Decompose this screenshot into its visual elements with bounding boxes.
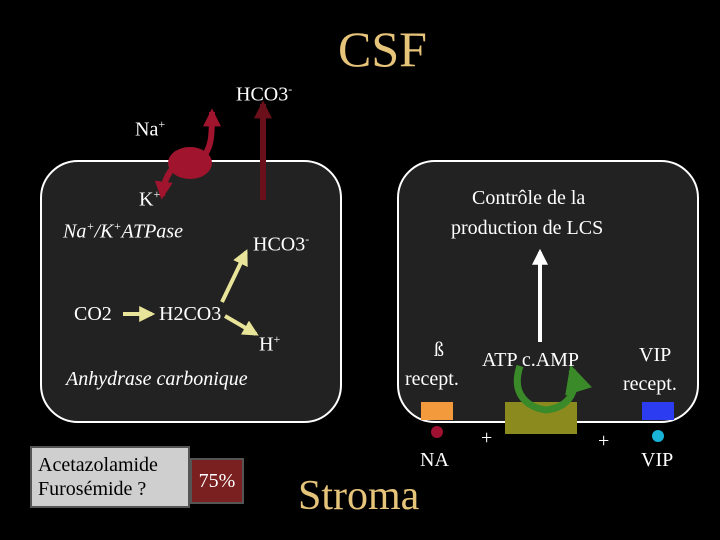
k-plus-label: K+ — [139, 187, 161, 211]
control-label-line1: Contrôle de la — [472, 187, 586, 209]
pump-na-out-arrow — [197, 108, 221, 163]
beta-recept-label: recept. — [405, 368, 459, 390]
h2co3-to-hco3-arrow — [220, 249, 248, 303]
drug-box: Acetazolamide Furosémide ? — [30, 446, 190, 508]
beta-label: ß — [434, 339, 444, 361]
h2co3-label: H2CO3 — [159, 303, 222, 325]
vip-recept-label-line2: recept. — [623, 373, 677, 395]
h-plus-label: H+ — [259, 332, 281, 356]
hco3-cell-label: HCO3- — [253, 232, 310, 256]
na-k-atpase-label: Na+/K+ATPase — [63, 219, 183, 243]
furosemide-label: Furosémide ? — [38, 478, 147, 500]
hco3-csf-label: HCO3- — [236, 82, 293, 106]
anhydrase-label: Anhydrase carbonique — [66, 368, 248, 390]
title: CSF — [338, 21, 427, 77]
control-label-line2: production de LCS — [451, 217, 604, 239]
na-ligand-dot — [431, 426, 443, 438]
vip-recept-label-line1: VIP — [639, 344, 672, 366]
acetazolamide-label: Acetazolamide — [38, 454, 158, 476]
beta-receptor — [421, 402, 453, 420]
atp-camp-label: ATP c.AMP — [482, 349, 580, 371]
na-ligand-label: NA — [420, 449, 449, 471]
na-plus-label: Na+ — [135, 117, 166, 141]
plus-sign-vip: + — [598, 430, 610, 452]
right-epithelial-cell — [397, 160, 699, 423]
left-epithelial-cell — [40, 160, 342, 423]
stroma-label: Stroma — [298, 473, 420, 519]
co2-label: CO2 — [74, 303, 112, 325]
vip-receptor — [642, 402, 674, 420]
vip-ligand-label: VIP — [641, 449, 674, 471]
atp-camp-curve-arrow — [513, 364, 592, 414]
pump-k-in-arrow — [154, 157, 183, 200]
h2co3-to-h-arrow — [223, 314, 259, 336]
vip-ligand-dot — [652, 430, 664, 442]
inhibition-percent-box: 75% — [190, 458, 244, 504]
na-k-pump — [154, 108, 221, 200]
inhibition-percent: 75% — [198, 469, 236, 492]
plus-sign-beta: + — [481, 427, 493, 449]
